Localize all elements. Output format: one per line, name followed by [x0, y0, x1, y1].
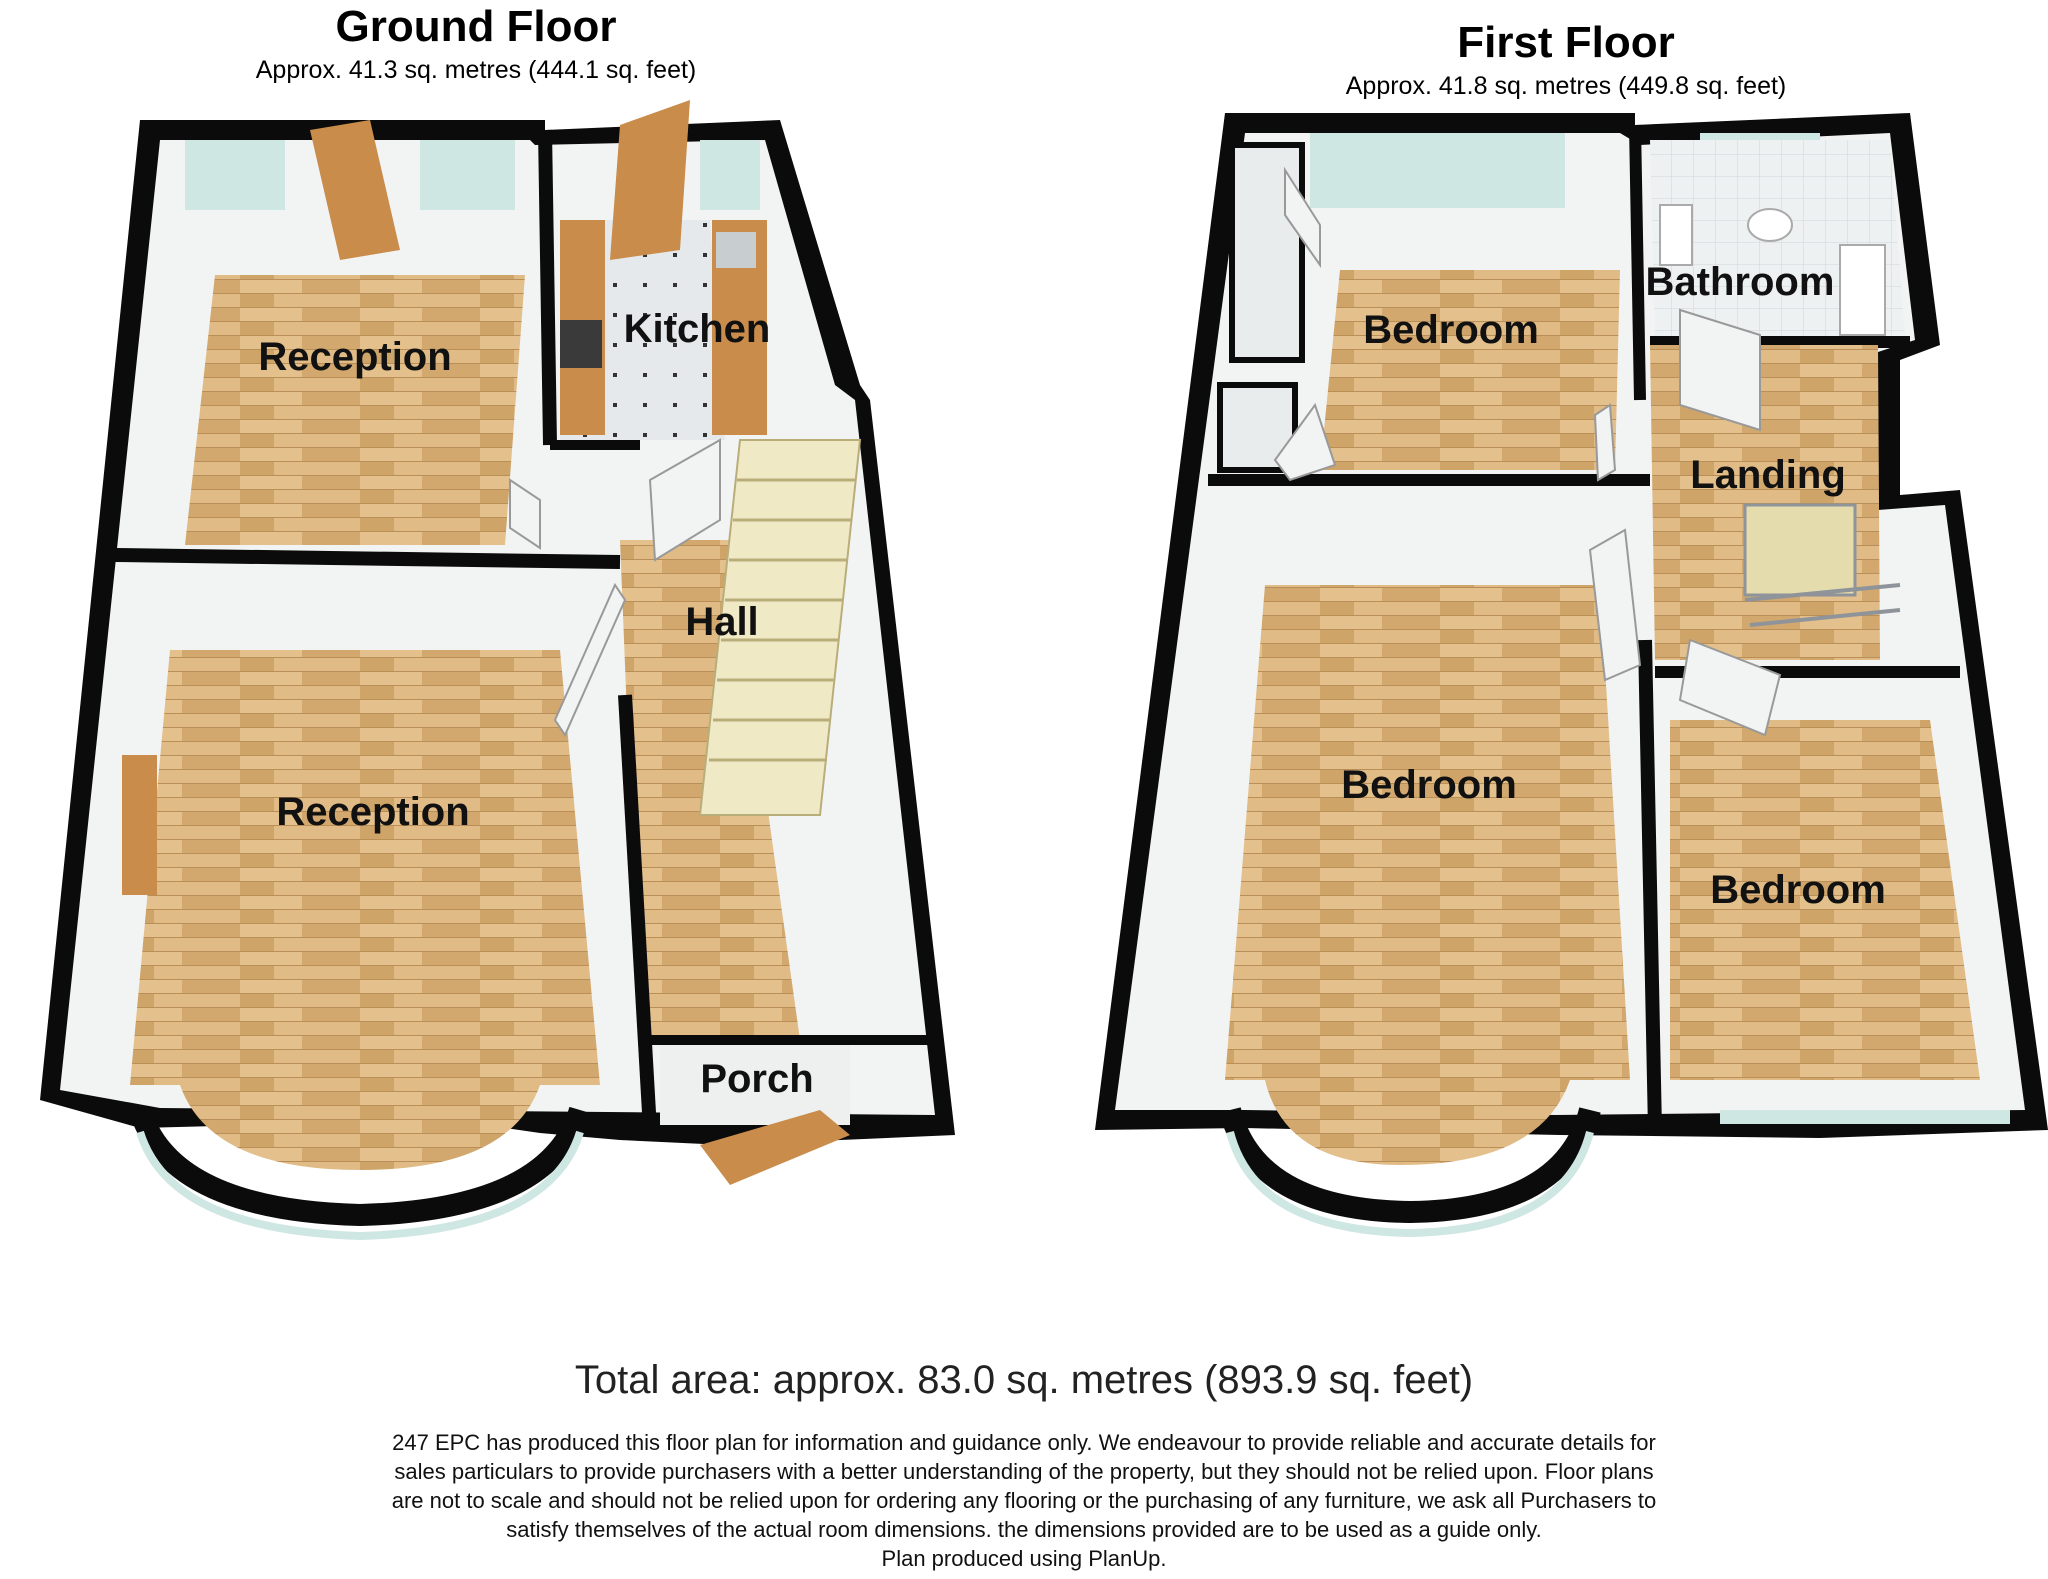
disclaimer-line: are not to scale and should not be relie… [391, 1488, 1657, 1513]
reception-upper-floor [185, 275, 525, 545]
door [1679, 308, 1761, 432]
bay-window [1219, 1107, 1601, 1224]
disclaimer: 247 EPC has produced this floor plan for… [290, 1428, 1758, 1573]
total-area: Total area: approx. 83.0 sq. metres (893… [574, 1358, 1474, 1402]
wall-partition [538, 129, 557, 446]
room-label-landing: Landing [1690, 453, 1846, 497]
sink [716, 232, 756, 268]
wall-partition [1638, 639, 1662, 1131]
disclaimer-line: satisfy themselves of the actual room di… [506, 1517, 1542, 1542]
window [1720, 1110, 2010, 1124]
wall-partition [114, 548, 621, 569]
basin [1747, 208, 1793, 242]
disclaimer-credit: Plan produced using PlanUp. [881, 1546, 1167, 1571]
staircase [698, 439, 862, 816]
reception-lower-floor [130, 650, 600, 1170]
room-label-porch: Porch [700, 1057, 813, 1101]
wall-partition [618, 694, 657, 1131]
door [509, 478, 541, 550]
bay-window-glass [1226, 1131, 1594, 1238]
disclaimer-line: 247 EPC has produced this floor plan for… [392, 1430, 1656, 1455]
bedroom-top-floor [1320, 270, 1620, 470]
room-label-bedroom-large: Bedroom [1341, 763, 1517, 807]
fireplace [122, 755, 157, 895]
door [1588, 528, 1642, 682]
room-label-kitchen: Kitchen [624, 307, 771, 351]
window [185, 140, 285, 210]
bedroom-small-floor [1670, 720, 1980, 1080]
first-floor-title: First Floor [1457, 18, 1675, 67]
room-label-reception-upper: Reception [258, 335, 451, 379]
window [420, 140, 515, 210]
room-label-bathroom: Bathroom [1646, 260, 1835, 304]
stair-balustrade [1743, 503, 1901, 627]
door [648, 438, 721, 562]
ground-floor-plan: Reception Kitchen Hall Reception Porch [40, 100, 955, 1241]
ground-floor-area: Approx. 41.3 sq. metres (444.1 sq. feet) [255, 56, 697, 84]
room-label-hall: Hall [685, 600, 758, 644]
door [310, 120, 400, 260]
bay-window [129, 1106, 591, 1227]
door [1273, 402, 1337, 482]
door [610, 100, 690, 260]
bay-window-glass [136, 1130, 584, 1241]
room-label-bedroom-small: Bedroom [1710, 868, 1886, 912]
bedroom-large-floor [1225, 585, 1630, 1165]
disclaimer-line: sales particulars to provide purchasers … [394, 1459, 1654, 1484]
toilet [1659, 204, 1693, 266]
ground-floor-title: Ground Floor [335, 2, 617, 51]
room-label-reception-lower: Reception [276, 790, 469, 834]
wardrobe [1229, 142, 1305, 363]
wall-partition [1629, 124, 1646, 401]
door [1593, 403, 1617, 482]
bath [1839, 244, 1886, 336]
first-floor-plan: Bedroom Bathroom Landing Bedroom Bedroom [1095, 113, 2048, 1238]
floor-plan-diagram: Reception Kitchen Hall Reception Porch [40, 100, 2048, 1241]
door [1284, 166, 1321, 269]
window [1310, 133, 1565, 208]
first-floor-area: Approx. 41.8 sq. metres (449.8 sq. feet) [1345, 72, 1787, 100]
front-door [700, 1110, 850, 1185]
door [553, 582, 627, 738]
door [1678, 638, 1782, 737]
window [700, 140, 760, 210]
room-label-bedroom-top: Bedroom [1363, 308, 1539, 352]
hob [560, 320, 602, 368]
